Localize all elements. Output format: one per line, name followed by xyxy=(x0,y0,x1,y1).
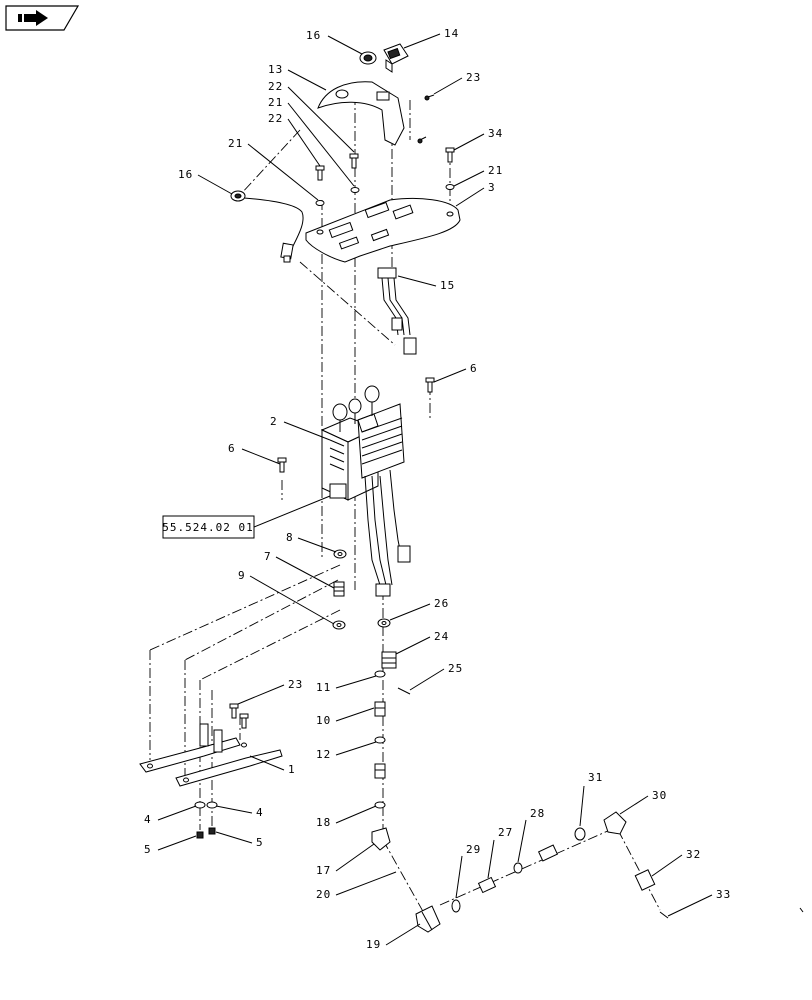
part-10-fitting xyxy=(374,701,386,717)
reference-box[interactable]: 55.524.02 01 xyxy=(162,515,255,539)
callout-6-left: 6 xyxy=(228,442,236,455)
callout-11: 11 xyxy=(316,681,331,694)
callout-26: 26 xyxy=(434,597,449,610)
callout-16-lower: 16 xyxy=(178,168,193,181)
part-17-elbow xyxy=(371,827,391,851)
part-25-tube xyxy=(397,687,411,695)
callout-4-left: 4 xyxy=(144,813,152,826)
callout-19: 19 xyxy=(366,938,381,951)
forward-page-icon[interactable] xyxy=(5,5,80,31)
callout-24: 24 xyxy=(434,630,449,643)
callout-10: 10 xyxy=(316,714,331,727)
callout-7: 7 xyxy=(264,550,272,563)
callout-29: 29 xyxy=(466,843,481,856)
part-16-grommet-cable xyxy=(230,190,304,263)
callout-25: 25 xyxy=(448,662,463,675)
callout-22-a: 22 xyxy=(268,80,283,93)
part-31-washer xyxy=(574,827,586,841)
callout-20: 20 xyxy=(316,888,331,901)
callout-21-a: 21 xyxy=(268,96,283,109)
part-5-nuts xyxy=(196,827,216,839)
callout-28: 28 xyxy=(530,807,545,820)
part-3-console-plate xyxy=(305,197,461,263)
callout-18: 18 xyxy=(316,816,331,829)
callout-34: 34 xyxy=(488,127,503,140)
callout-1: 1 xyxy=(288,763,296,776)
callout-9: 9 xyxy=(238,569,246,582)
part-24-fitting xyxy=(381,651,397,669)
callout-15: 15 xyxy=(440,279,455,292)
callout-32: 32 xyxy=(686,848,701,861)
callout-17: 17 xyxy=(316,864,331,877)
part-32-fitting xyxy=(634,869,656,891)
part-29-washer xyxy=(451,899,461,913)
part-9-washer xyxy=(332,620,346,630)
part-2-joystick-assembly xyxy=(320,385,411,597)
callout-5-left: 5 xyxy=(144,843,152,856)
callout-23-bracket: 23 xyxy=(288,678,303,691)
part-1-brackets xyxy=(139,723,283,787)
callout-21-right: 21 xyxy=(488,164,503,177)
part-30-elbow xyxy=(603,811,627,835)
part-23-screw xyxy=(417,94,435,144)
callout-27: 27 xyxy=(498,826,513,839)
part-33-tube xyxy=(659,911,669,919)
part-23-bracket-screws xyxy=(229,703,249,729)
part-6-screws xyxy=(277,377,435,473)
callout-14: 14 xyxy=(444,27,459,40)
corner-mark xyxy=(799,907,804,913)
part-4-washers xyxy=(194,801,218,809)
callout-4-right: 4 xyxy=(256,806,264,819)
callout-21-left: 21 xyxy=(228,137,243,150)
part-12-washer xyxy=(374,736,386,744)
callout-12: 12 xyxy=(316,748,331,761)
callout-13: 13 xyxy=(268,63,283,76)
callout-23-top: 23 xyxy=(466,71,481,84)
part-7-nut xyxy=(333,581,345,597)
callout-labels: 16 14 13 22 21 22 23 34 21 21 3 16 xyxy=(144,27,731,951)
part-16-grommet-top xyxy=(359,51,377,65)
callout-5-right: 5 xyxy=(256,836,264,849)
part-21-washers xyxy=(315,184,455,206)
callout-3: 3 xyxy=(488,181,496,194)
part-26-washer xyxy=(377,618,391,628)
callout-2: 2 xyxy=(270,415,278,428)
part-11-washer xyxy=(374,670,386,678)
part-8-washer xyxy=(333,549,347,559)
callout-33: 33 xyxy=(716,888,731,901)
reference-box-label: 55.524.02 01 xyxy=(162,521,253,534)
part-27-fitting xyxy=(477,876,497,894)
part-18-fitting xyxy=(374,763,386,809)
callout-22-b: 22 xyxy=(268,112,283,125)
part-15-harness xyxy=(377,267,417,355)
callout-16-top: 16 xyxy=(306,29,321,42)
part-13-cover xyxy=(317,81,405,146)
part-fitting-mid xyxy=(537,844,559,862)
callout-6-right: 6 xyxy=(470,362,478,375)
callout-31: 31 xyxy=(588,771,603,784)
callout-30: 30 xyxy=(652,789,667,802)
part-19-elbow xyxy=(415,905,441,933)
part-14-switch xyxy=(383,43,409,73)
part-28-washer xyxy=(513,862,523,874)
callout-8: 8 xyxy=(286,531,294,544)
